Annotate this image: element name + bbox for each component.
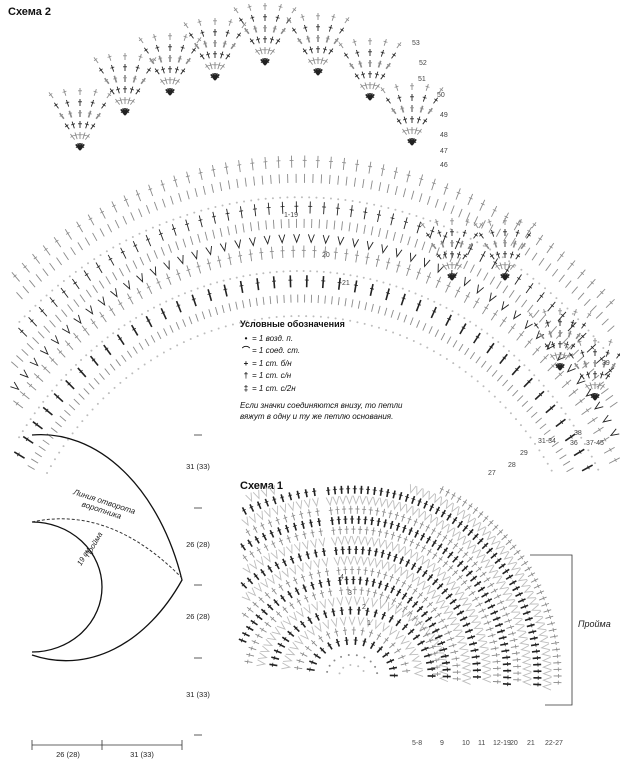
- legend-item-slip: ⌒= 1 соед. ст.: [242, 346, 301, 355]
- s1-row-9: 9: [440, 740, 444, 747]
- legend-item-chain: •= 1 возд. п.: [244, 333, 294, 343]
- s2-row-48: 48: [440, 132, 448, 139]
- s2-row-50: 50: [437, 92, 445, 99]
- bottom-dim-2: 31 (33): [130, 750, 154, 759]
- legend-item-tr: ‡= 1 ст. с/2н: [243, 383, 296, 393]
- side-dim-3: 26 (28): [186, 612, 210, 621]
- s2-row-53: 53: [412, 40, 420, 47]
- scheme-1-title: Схема 1: [240, 480, 284, 492]
- s1-row-5-8: 5-8: [412, 740, 423, 747]
- side-dim-4: 31 (33): [186, 690, 210, 699]
- s2-row-21: 21: [342, 280, 350, 287]
- s2-row-27: 27: [488, 470, 496, 477]
- s1-row-20: 20: [510, 740, 518, 747]
- s1-row-12-19: 12-19: [493, 740, 511, 747]
- s2-row-37-45: 37-45: [586, 440, 604, 447]
- legend-title: Условные обозначения: [240, 319, 345, 329]
- s2-row-49: 49: [440, 112, 448, 119]
- s2-row-51: 51: [418, 76, 426, 83]
- s2-row-1-19: 1-19: [284, 212, 299, 219]
- s1-row-11: 11: [478, 740, 486, 747]
- s2-row-36: 36: [570, 440, 578, 447]
- s2-row-20: 20: [322, 252, 330, 259]
- side-dim-2: 26 (28): [186, 540, 210, 549]
- s2-row-46: 46: [440, 162, 448, 169]
- scheme-1-armhole-label: Пройма: [578, 619, 611, 629]
- s1-row-4: 4: [340, 574, 344, 581]
- outer-arc: [31, 433, 183, 662]
- s2-row-38: 38: [574, 430, 582, 437]
- legend: Условные обозначения •= 1 возд. п. ⌒= 1 …: [240, 318, 430, 422]
- s2-row-28: 28: [508, 462, 516, 469]
- s2-row-31-34: 31-34: [538, 438, 556, 445]
- legend-item-dc: †= 1 ст. с/н: [243, 371, 292, 380]
- s1-row-10: 10: [462, 740, 470, 747]
- neckline-dashed-line: [31, 518, 183, 579]
- scheme-2-title: Схема 2: [8, 6, 52, 18]
- collar-pattern-outline: [31, 433, 202, 750]
- legend-note: Если значки соединяются внизу, то петли …: [240, 401, 403, 421]
- s1-row-21: 21: [527, 740, 535, 747]
- legend-item-sc: += 1 ст. б/н: [243, 358, 292, 368]
- armhole-arc: [31, 521, 103, 653]
- s2-row-47: 47: [440, 148, 448, 155]
- s1-row-3: 3: [348, 590, 352, 597]
- s2-row-29: 29: [520, 450, 528, 457]
- s2-row-39: 39: [602, 360, 610, 367]
- s1-row-2: 2: [362, 604, 366, 611]
- bottom-dim-1: 26 (28): [56, 750, 80, 759]
- side-dim-1: 31 (33): [186, 462, 210, 471]
- scheme-1-chart: [238, 484, 562, 691]
- s1-row-1: 1: [367, 620, 371, 627]
- s1-row-22-27: 22-27: [545, 740, 563, 747]
- scheme-1-armhole-bracket: [530, 554, 573, 706]
- scheme-2-chart: [10, 3, 620, 474]
- s2-row-52: 52: [419, 60, 427, 67]
